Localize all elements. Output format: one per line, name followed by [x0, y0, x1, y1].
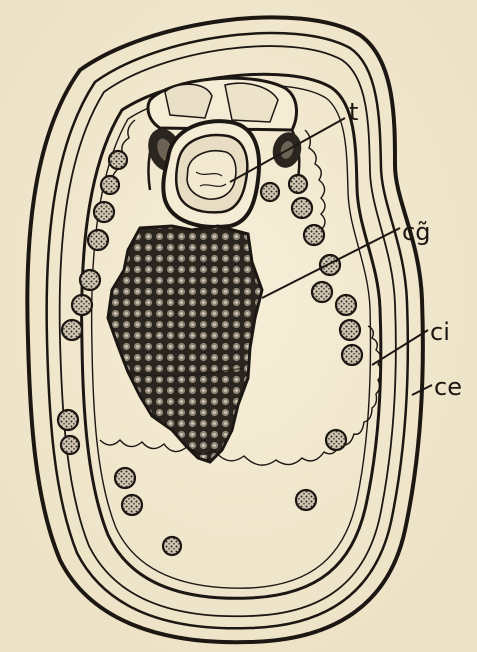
label-cg: cg̃	[402, 218, 430, 246]
label-ci: ci	[430, 318, 450, 346]
label-t: t	[349, 98, 358, 126]
label-ce: ce	[434, 373, 462, 401]
